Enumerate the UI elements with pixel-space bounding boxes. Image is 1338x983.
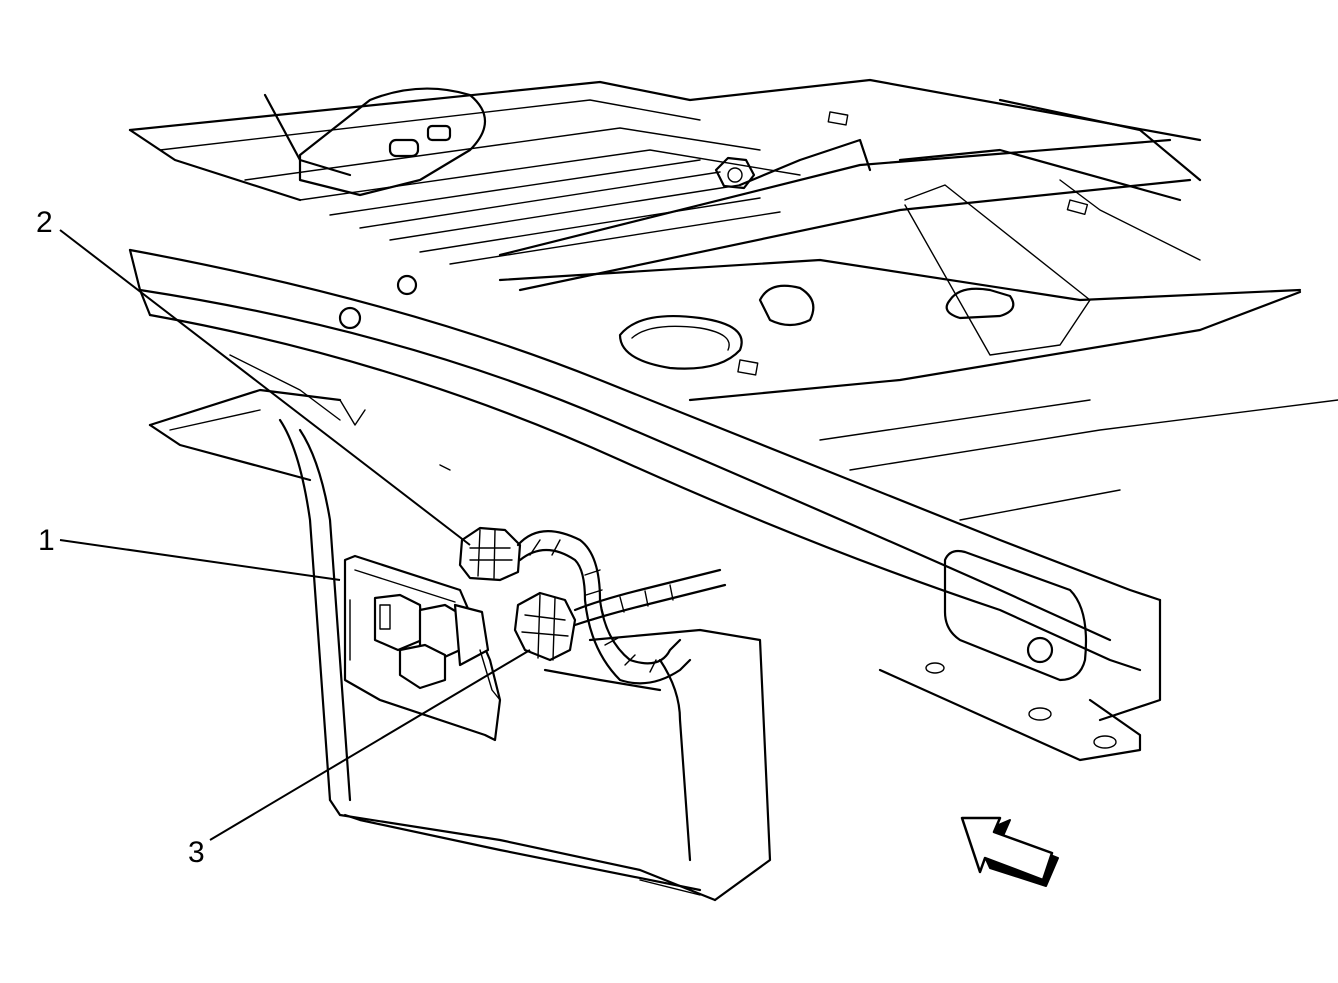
leader-line-1 (59, 539, 341, 581)
frame-rail (128, 138, 1192, 762)
harness-connector-upper (458, 526, 522, 582)
callout-leaders (59, 229, 531, 841)
leader-line-2 (59, 229, 471, 546)
wiring-harness (516, 530, 727, 685)
callout-label-2: 2 (36, 206, 53, 239)
lower-panel (148, 388, 772, 902)
floor-pan (128, 78, 1338, 521)
callout-label-3: 3 (188, 836, 205, 869)
control-module (343, 554, 502, 742)
arrow-icon (960, 816, 1059, 887)
harness-connector-lower (513, 591, 577, 662)
leader-line-3 (209, 649, 531, 841)
callout-label-1: 1 (38, 524, 55, 557)
